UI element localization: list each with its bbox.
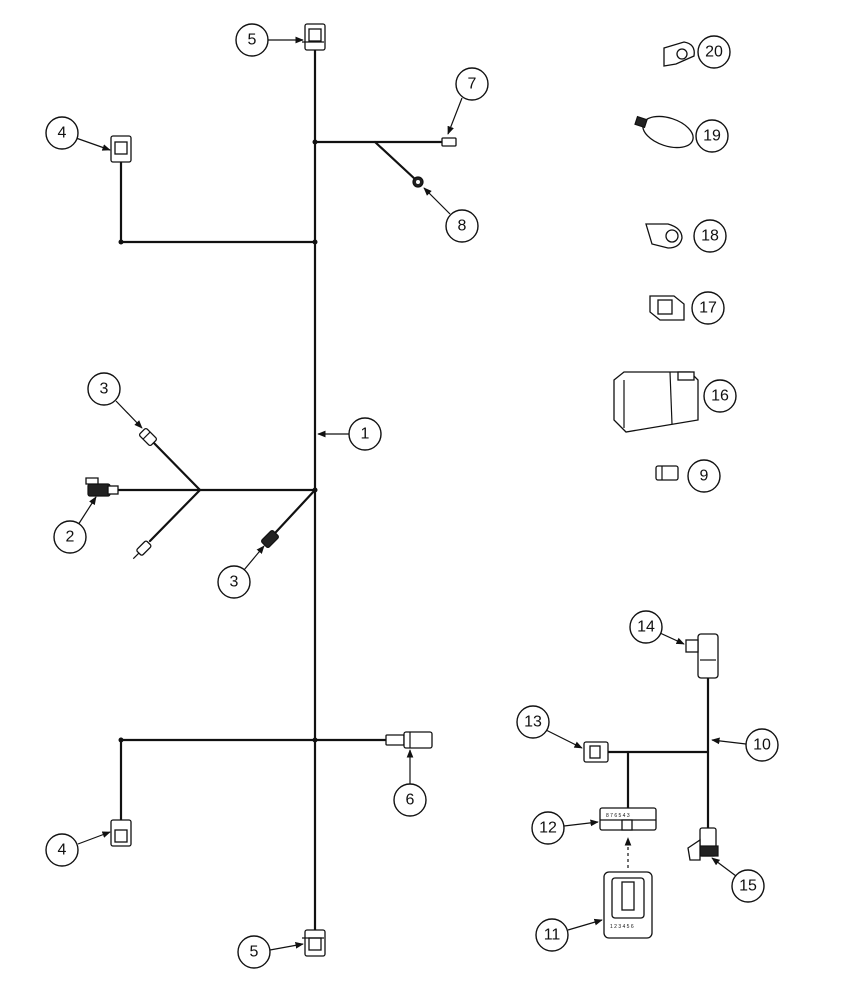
part-16-relay bbox=[613, 371, 699, 433]
callout-15-label: 15 bbox=[739, 878, 757, 895]
svg-text:1 2 3 4 5 6: 1 2 3 4 5 6 bbox=[610, 924, 634, 930]
callout-3-lower: 3 bbox=[217, 545, 265, 599]
connector-3-lower bbox=[261, 530, 279, 548]
callout-3-upper-label: 3 bbox=[100, 381, 109, 398]
callout-5-top-label: 5 bbox=[248, 32, 257, 49]
callout-10-label: 10 bbox=[753, 737, 771, 754]
callout-11: 11 bbox=[535, 918, 603, 952]
junction-dot bbox=[118, 737, 124, 743]
ring-terminal-8 bbox=[412, 176, 424, 188]
junction-dot bbox=[312, 487, 318, 493]
junction-dot bbox=[312, 139, 318, 145]
junction-dot bbox=[312, 239, 318, 245]
branch-wire-lower-4 bbox=[119, 738, 317, 822]
branch-wire-3-lower bbox=[274, 488, 317, 534]
connector-4-lower bbox=[110, 819, 132, 847]
callout-4-upper-label: 4 bbox=[58, 125, 67, 142]
callout-4-lower: 4 bbox=[45, 831, 111, 867]
callout-5-bottom: 5 bbox=[237, 935, 304, 969]
callout-4-upper: 4 bbox=[45, 116, 111, 151]
branch-wire-8 bbox=[373, 140, 418, 182]
probe-sensor bbox=[132, 540, 152, 560]
part-18-clip bbox=[645, 223, 683, 249]
callout-19: 19 bbox=[695, 119, 729, 153]
callout-4-lower-label: 4 bbox=[58, 842, 67, 859]
callout-15: 15 bbox=[711, 857, 765, 903]
svg-text:8 7 6 5 4 3: 8 7 6 5 4 3 bbox=[606, 813, 630, 819]
connector-2 bbox=[85, 477, 119, 497]
callout-18: 18 bbox=[693, 219, 727, 253]
part-20-clamp bbox=[663, 41, 695, 67]
callout-9-label: 9 bbox=[700, 468, 709, 485]
callout-10: 10 bbox=[711, 728, 779, 762]
callout-5-top: 5 bbox=[235, 23, 304, 57]
callout-3-lower-label: 3 bbox=[230, 574, 239, 591]
callout-16: 16 bbox=[703, 379, 737, 413]
connector-15 bbox=[687, 827, 719, 861]
callout-5-bottom-label: 5 bbox=[250, 944, 259, 961]
part-19-cable-tie bbox=[634, 115, 694, 149]
callout-17-label: 17 bbox=[699, 300, 717, 317]
branch-wire-probe bbox=[148, 488, 202, 543]
callout-13: 13 bbox=[516, 705, 583, 749]
callout-8: 8 bbox=[423, 187, 479, 243]
callout-6-label: 6 bbox=[406, 792, 415, 809]
part-17-clip bbox=[649, 295, 685, 321]
sub-harness-10 bbox=[604, 674, 710, 830]
callout-1: 1 bbox=[317, 417, 382, 451]
callout-3-upper: 3 bbox=[87, 372, 143, 429]
callout-13-label: 13 bbox=[524, 714, 542, 731]
callout-2: 2 bbox=[53, 496, 97, 554]
connector-4-upper bbox=[110, 135, 132, 163]
callout-11-label: 11 bbox=[544, 927, 561, 944]
connector-6 bbox=[385, 731, 433, 749]
connector-13 bbox=[583, 741, 609, 763]
junction-dot bbox=[312, 737, 318, 743]
callout-8-label: 8 bbox=[458, 218, 467, 235]
callout-7-label: 7 bbox=[468, 76, 477, 93]
connector-11: 1 2 3 4 5 6 bbox=[603, 871, 653, 939]
callout-17: 17 bbox=[691, 291, 725, 325]
callout-16-label: 16 bbox=[711, 388, 729, 405]
callout-14-label: 14 bbox=[637, 619, 655, 636]
part-9-fuse bbox=[655, 465, 679, 481]
branch-wire-upper-4 bbox=[119, 160, 317, 244]
connector-14 bbox=[685, 633, 719, 679]
connector-5-top bbox=[302, 23, 326, 51]
callout-2-label: 2 bbox=[66, 529, 75, 546]
callout-9: 9 bbox=[687, 459, 721, 493]
connector-3-upper bbox=[138, 427, 158, 447]
junction-dot bbox=[118, 239, 124, 245]
callout-12: 12 bbox=[531, 811, 599, 845]
callout-6: 6 bbox=[393, 749, 427, 817]
callout-7: 7 bbox=[447, 67, 489, 135]
main-harness bbox=[116, 46, 444, 934]
callout-19-label: 19 bbox=[703, 128, 721, 145]
connector-12: 8 7 6 5 4 3 bbox=[599, 807, 657, 831]
connector-5-bottom bbox=[302, 929, 326, 957]
terminal-7 bbox=[441, 137, 457, 147]
branch-wire-3-upper bbox=[150, 439, 202, 492]
callout-1-label: 1 bbox=[361, 426, 370, 443]
callout-14: 14 bbox=[629, 610, 685, 645]
callout-20-label: 20 bbox=[705, 44, 723, 61]
callout-20: 20 bbox=[697, 35, 731, 69]
callout-12-label: 12 bbox=[539, 820, 557, 837]
callout-18-label: 18 bbox=[701, 228, 719, 245]
